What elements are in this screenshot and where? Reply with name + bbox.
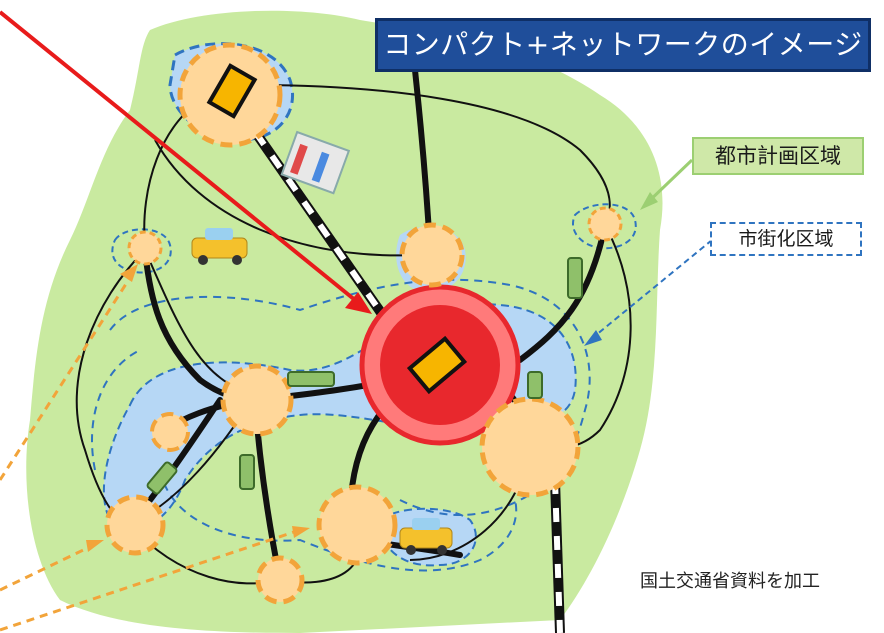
bus-icon-east xyxy=(567,257,583,299)
urbanization-area-west xyxy=(111,228,172,274)
hub-west-small-2 xyxy=(150,412,190,452)
hub-nodes xyxy=(104,42,623,605)
urbanization-boundary-inner xyxy=(91,349,518,572)
central-station-icon xyxy=(406,335,468,395)
source-note: 国土交通省資料を加工 xyxy=(640,571,820,592)
hub-west-mid xyxy=(220,363,294,437)
arrowheads-orange xyxy=(86,264,310,552)
urbanization-area-label: 市街化区域 xyxy=(710,222,862,256)
urbanization-area-east xyxy=(572,203,637,250)
hub-south xyxy=(255,555,305,605)
leader-city-area-head xyxy=(640,192,658,210)
bus-icons xyxy=(146,257,583,495)
leader-urban-area-head xyxy=(584,330,602,346)
building-icon xyxy=(280,130,351,195)
bus-icon-southeast xyxy=(527,371,543,399)
taxi-icon-west xyxy=(191,228,248,265)
railway xyxy=(235,107,565,633)
bus-icon-southwest xyxy=(239,454,255,490)
hub-west-small xyxy=(127,230,163,266)
hub-south-east xyxy=(479,396,581,498)
city-planning-area-label: 都市計画区域 xyxy=(692,137,864,175)
arrow-red xyxy=(0,10,372,314)
hub-south-west xyxy=(104,494,166,556)
hub-upper-central xyxy=(399,222,465,288)
bus-icon-west xyxy=(146,461,178,495)
diagram-title: コンパクト+ネットワークのイメージ xyxy=(375,18,871,72)
hub-south-central xyxy=(316,484,398,566)
north-station-icon xyxy=(206,63,258,119)
hub-east-small xyxy=(587,206,623,242)
bus-icon-center xyxy=(287,371,335,387)
leader-urban-area xyxy=(589,239,713,341)
arrows-orange xyxy=(0,269,301,632)
taxi-icon-south xyxy=(399,518,453,555)
